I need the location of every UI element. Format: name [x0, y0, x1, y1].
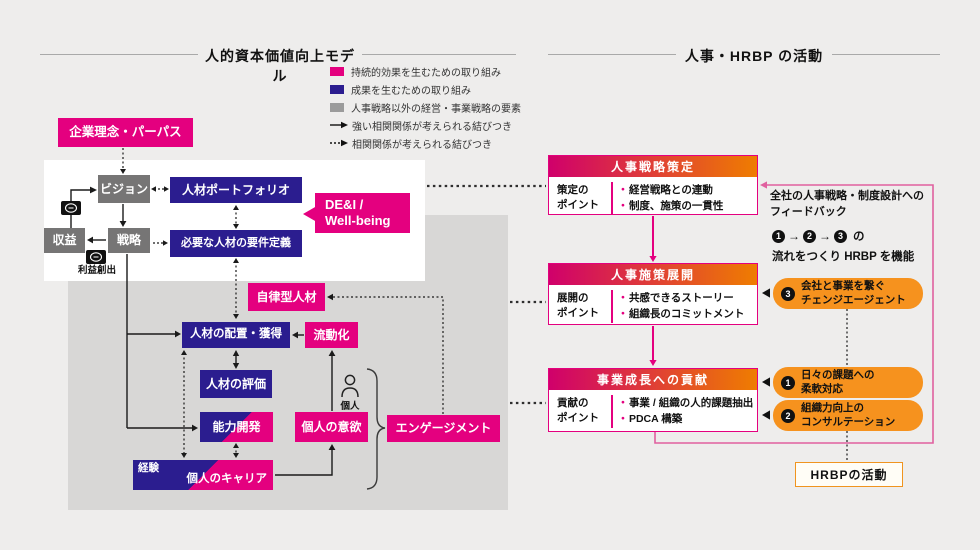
title-rule [362, 54, 516, 55]
legend-navy-swatch-icon [330, 84, 344, 94]
left-section-title: 人的資本価値向上モデル [205, 48, 355, 84]
legend: 持続的効果を生むための取り組み 成果を生むための取り組み 人事戦略以外の経営・事… [330, 62, 521, 152]
capability-box: 能力開発 [200, 412, 273, 442]
pill-badge: 3 [781, 286, 795, 301]
flow-arrow: → [788, 229, 800, 243]
vision-box: ビジョン [98, 175, 150, 203]
hrbp-activity-box: HRBPの活動 [795, 462, 903, 487]
portfolio-box: 人材ポートフォリオ [170, 177, 302, 203]
card-point-label: 貢献のポイント [557, 397, 599, 425]
revenue-box: 収益 [44, 228, 85, 253]
right-section-title: 人事・HRBP の活動 [684, 48, 824, 64]
solid-arrow-icon [330, 121, 348, 129]
point-item: 事業 / 組織の人的課題抽出 [621, 395, 753, 411]
dotted-arrow-icon [330, 139, 348, 147]
evaluation-box: 人材の評価 [200, 370, 272, 398]
divider [611, 182, 613, 215]
legend-item: 相関関係が考えられる結びつき [330, 134, 521, 152]
card-title: 人事戦略策定 [549, 156, 757, 177]
flow-arrow: → [819, 229, 831, 243]
legend-item: 強い相関関係が考えられる結びつき [330, 116, 521, 134]
pill-badge: 1 [781, 375, 795, 390]
title-rule [832, 54, 940, 55]
card-point-label: 策定のポイント [557, 184, 599, 212]
requirements-box: 必要な人材の要件定義 [170, 230, 302, 257]
point-item: 組織長のコミットメント [621, 306, 745, 322]
flow-step-3-badge: 3 [834, 229, 847, 243]
change-agent-pill: 3 会社と事業を繋ぐチェンジエージェント [773, 278, 923, 309]
legend-pink-swatch-icon [330, 66, 344, 76]
card-point-label: 展開のポイント [557, 292, 599, 320]
feedback-note: 全社の人事戦略・制度設計へのフィードバック [770, 190, 924, 218]
individual-label: 個人 [340, 401, 360, 412]
experience-label: 経験 [138, 462, 159, 474]
motivation-box: 個人の意欲 [295, 412, 368, 442]
divider [611, 395, 613, 428]
flow-step-2-badge: 2 [803, 229, 816, 243]
flow-note: 1 → 2 → 3 の 流れをつくり HRBP を機能 [772, 228, 914, 264]
legend-item: 成果を生むための取り組み [330, 80, 521, 98]
point-item: PDCA 構築 [621, 411, 753, 427]
legend-item: 人事戦略以外の経営・事業戦略の要素 [330, 98, 521, 116]
divider [611, 290, 613, 323]
engagement-box: エンゲージメント [387, 415, 500, 442]
career-box: 経験 個人のキャリア [133, 460, 273, 490]
flow-suffix: の [853, 231, 865, 243]
mobility-box: 流動化 [305, 322, 358, 348]
flow-line2: 流れをつくり HRBP を機能 [772, 251, 915, 263]
legend-gray-swatch-icon [330, 102, 344, 112]
legend-item: 持続的効果を生むための取り組み [330, 62, 521, 80]
card-title: 事業成長への貢献 [549, 369, 757, 390]
strategy-box: 戦略 [108, 228, 150, 253]
placement-box: 人材の配置・獲得 [182, 322, 290, 348]
consultation-pill: 2 組織力向上のコンサルテーション [773, 400, 923, 431]
autonomous-talent-box: 自律型人材 [248, 283, 325, 311]
daily-issues-pill: 1 日々の課題への柔軟対応 [773, 367, 923, 398]
point-item: 制度、施策の一貫性 [621, 198, 724, 214]
card-title: 人事施策展開 [549, 264, 757, 285]
title-rule [548, 54, 676, 55]
flow-step-1-badge: 1 [772, 229, 785, 243]
pill-badge: 2 [781, 408, 795, 423]
career-label: 個人のキャリア [186, 473, 268, 486]
title-rule [40, 54, 198, 55]
dei-wellbeing-box: DE&I /Well-being [315, 193, 410, 233]
point-item: 共感できるストーリー [621, 290, 744, 306]
point-item: 経営戦略との連動 [621, 182, 723, 198]
profit-label: 利益創出 [77, 265, 116, 276]
philosophy-box: 企業理念・パーパス [58, 118, 193, 147]
